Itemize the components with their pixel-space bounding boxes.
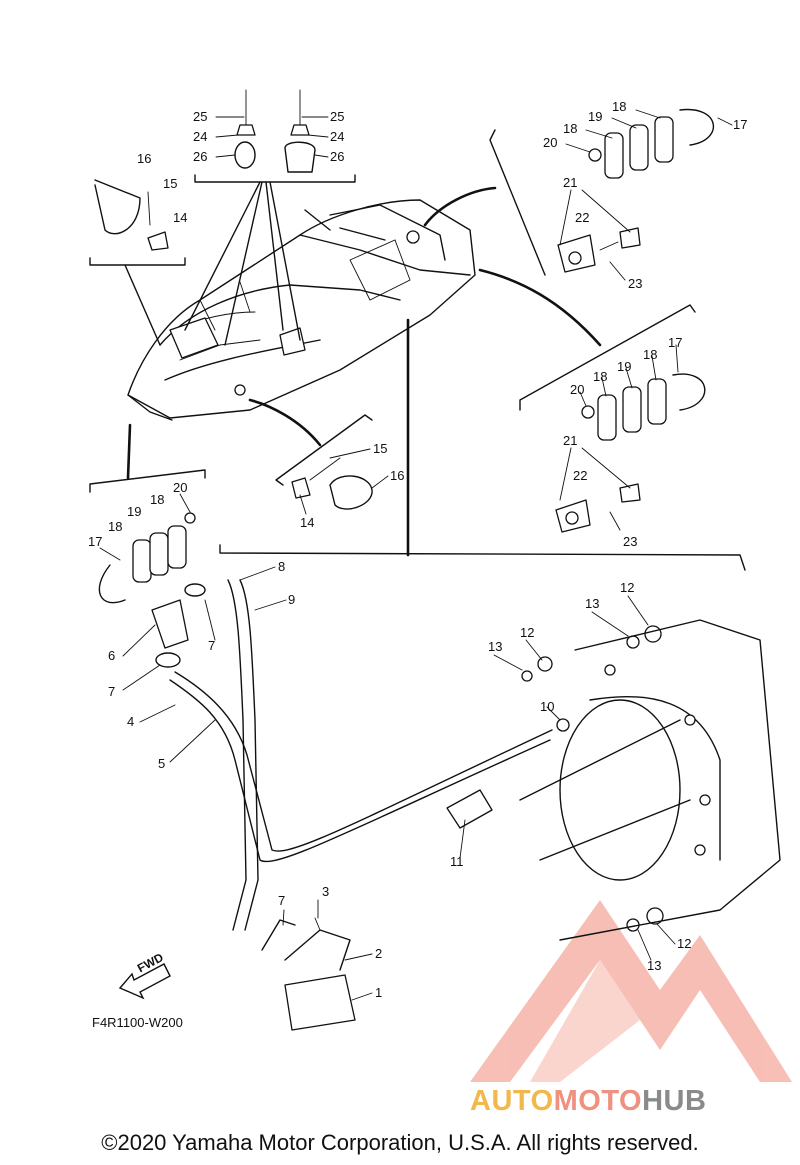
watermark-moto: MOTO [553, 1085, 643, 1117]
callout-22-b: 22 [573, 468, 587, 483]
callout-1: 1 [375, 985, 382, 1000]
callout-12-c: 12 [677, 936, 691, 951]
callout-13-b: 13 [488, 639, 502, 654]
copyright-notice: ©2020 Yamaha Motor Corporation, U.S.A. A… [101, 1130, 699, 1155]
callout-19-b: 19 [617, 359, 631, 374]
callout-23-a: 23 [628, 276, 642, 291]
callout-14-b: 14 [300, 515, 314, 530]
callout-25-a: 25 [193, 109, 207, 124]
callout-25-b: 25 [330, 109, 344, 124]
watercraft-hull [127, 199, 476, 421]
callout-15-b: 15 [373, 441, 387, 456]
callout-11: 11 [450, 854, 464, 869]
callout-17-a: 17 [733, 117, 747, 132]
callout-20-c: 20 [173, 480, 187, 495]
callout-16-a: 16 [137, 151, 151, 166]
callout-26-b: 26 [330, 149, 344, 164]
group-left-strap [89, 179, 186, 346]
callout-18-b: 18 [563, 121, 577, 136]
callout-20-a: 20 [543, 135, 557, 150]
callout-18-f: 18 [108, 519, 122, 534]
callout-24-a: 24 [193, 129, 207, 144]
callout-5: 5 [158, 756, 165, 771]
callout-4: 4 [127, 714, 134, 729]
callout-24-b: 24 [330, 129, 344, 144]
callout-8: 8 [278, 559, 285, 574]
callout-18-c: 18 [643, 347, 657, 362]
callout-19-c: 19 [127, 504, 141, 519]
callout-7-a: 7 [208, 638, 215, 653]
callout-13-a: 13 [585, 596, 599, 611]
callout-18-e: 18 [150, 492, 164, 507]
watermark-auto: AUTO [470, 1085, 554, 1117]
watermark-brand: AUTOMOTOHUB [470, 1085, 706, 1118]
callout-15-a: 15 [163, 176, 177, 191]
callout-18-d: 18 [593, 369, 607, 384]
leader-lines [99, 109, 733, 1001]
callout-6: 6 [108, 648, 115, 663]
group-lower-right-mount [478, 268, 706, 533]
group-left-mount [89, 423, 206, 604]
callout-14-a: 14 [173, 210, 187, 225]
callout-19-a: 19 [588, 109, 602, 124]
callout-17-c: 17 [88, 534, 102, 549]
watermark-hub: HUB [642, 1085, 707, 1117]
callout-26-a: 26 [193, 149, 207, 164]
callout-21-a: 21 [563, 175, 577, 190]
callout-16-b: 16 [390, 468, 404, 483]
callout-18-a: 18 [612, 99, 626, 114]
callout-20-b: 20 [570, 382, 584, 397]
callout-21-b: 21 [563, 433, 577, 448]
hose-assembly [151, 318, 781, 1031]
callout-22-a: 22 [575, 210, 589, 225]
watermark-logo-icon [470, 900, 792, 1082]
callout-7-c: 7 [278, 893, 285, 908]
drawing-code: F4R1100-W200 [92, 1015, 183, 1030]
callout-3: 3 [322, 884, 329, 899]
callout-17-b: 17 [668, 335, 682, 350]
callout-12-a: 12 [620, 580, 634, 595]
callout-12-b: 12 [520, 625, 534, 640]
callout-9: 9 [288, 592, 295, 607]
callout-13-c: 13 [647, 958, 661, 973]
callout-7-b: 7 [108, 684, 115, 699]
group-center-strap [248, 398, 373, 510]
group-upper-right-mount [423, 108, 715, 276]
callout-23-b: 23 [623, 534, 637, 549]
callout-2: 2 [375, 946, 382, 961]
callout-labels: 25 24 26 25 24 26 16 15 14 18 17 19 18 2… [88, 99, 747, 1000]
fwd-arrow-icon [118, 963, 171, 1000]
